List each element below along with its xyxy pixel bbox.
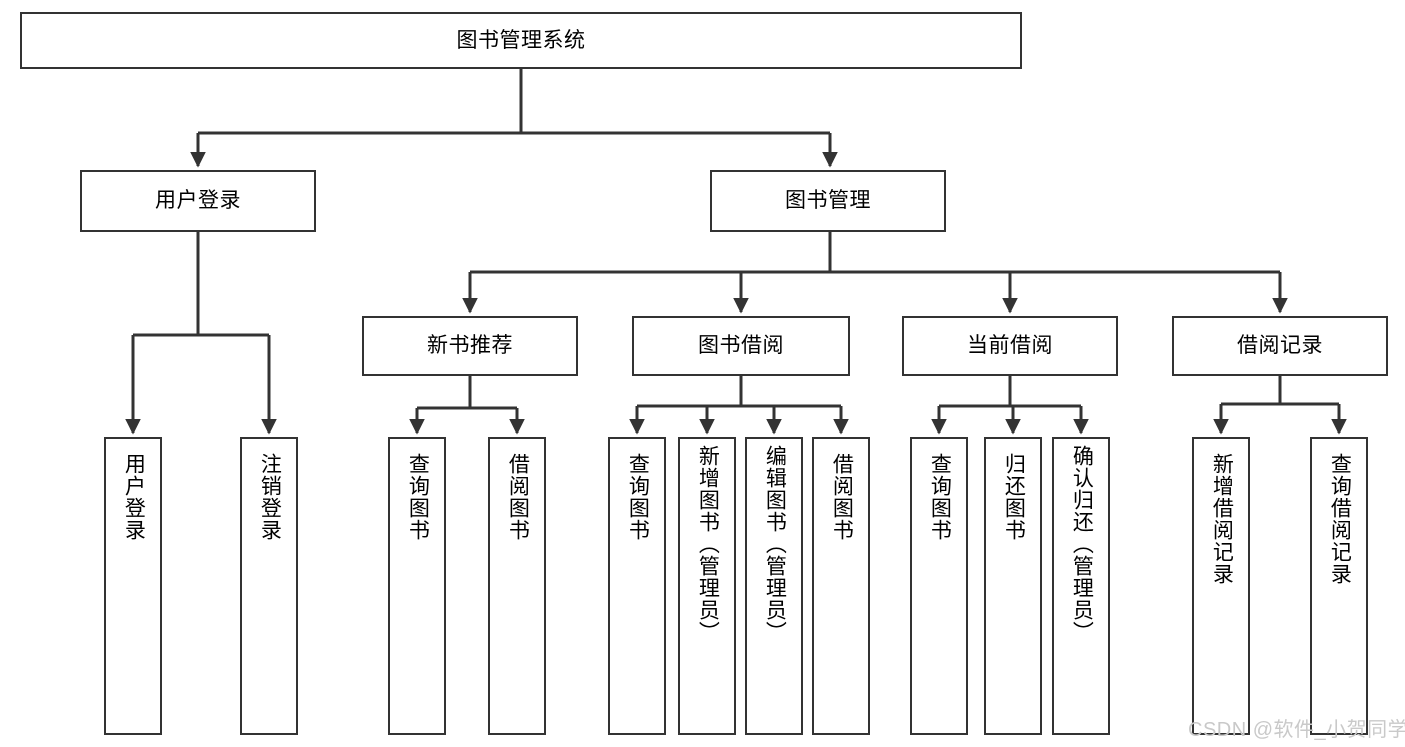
node-borrow-records-label: 借阅记录 xyxy=(1237,334,1323,358)
leaf-bo-borrow-books-label: 借阅图书 xyxy=(830,453,854,541)
leaf-nb-query-books[interactable]: 查询图书 xyxy=(388,437,446,735)
node-new-book-recommend-label: 新书推荐 xyxy=(427,334,513,358)
node-user-login-label: 用户登录 xyxy=(155,189,241,213)
leaf-nb-borrow-books[interactable]: 借阅图书 xyxy=(488,437,546,735)
leaf-cu-confirm-return-admin[interactable]: 确认归还（管理员） xyxy=(1052,437,1110,735)
leaf-bo-query-books-label: 查询图书 xyxy=(626,453,650,541)
leaf-nb-query-books-label: 查询图书 xyxy=(406,453,430,541)
leaf-bo-add-book-admin[interactable]: 新增图书（管理员） xyxy=(678,437,736,735)
leaf-re-add-record-label: 新增借阅记录 xyxy=(1210,453,1234,585)
leaf-user-logout[interactable]: 注销登录 xyxy=(240,437,298,735)
node-root-label: 图书管理系统 xyxy=(456,28,586,52)
leaf-re-add-record[interactable]: 新增借阅记录 xyxy=(1192,437,1250,735)
leaf-user-login-label: 用户登录 xyxy=(122,453,146,541)
leaf-user-login[interactable]: 用户登录 xyxy=(104,437,162,735)
leaf-nb-borrow-books-label: 借阅图书 xyxy=(506,453,530,541)
leaf-cu-return-books-label: 归还图书 xyxy=(1002,453,1026,541)
node-user-login[interactable]: 用户登录 xyxy=(80,170,316,232)
leaf-bo-borrow-books[interactable]: 借阅图书 xyxy=(812,437,870,735)
leaf-cu-return-books[interactable]: 归还图书 xyxy=(984,437,1042,735)
node-current-borrow[interactable]: 当前借阅 xyxy=(902,316,1118,376)
leaf-bo-add-book-admin-label: 新增图书（管理员） xyxy=(696,445,720,643)
node-book-management-label: 图书管理 xyxy=(785,189,871,213)
leaf-bo-edit-book-admin[interactable]: 编辑图书（管理员） xyxy=(745,437,803,735)
node-book-management[interactable]: 图书管理 xyxy=(710,170,946,232)
node-borrow-records[interactable]: 借阅记录 xyxy=(1172,316,1388,376)
node-book-borrow-label: 图书借阅 xyxy=(698,334,784,358)
node-root[interactable]: 图书管理系统 xyxy=(20,12,1022,69)
node-new-book-recommend[interactable]: 新书推荐 xyxy=(362,316,578,376)
leaf-cu-confirm-return-admin-label: 确认归还（管理员） xyxy=(1070,445,1094,643)
leaf-cu-query-books-label: 查询图书 xyxy=(928,453,952,541)
leaf-bo-query-books[interactable]: 查询图书 xyxy=(608,437,666,735)
leaf-cu-query-books[interactable]: 查询图书 xyxy=(910,437,968,735)
leaf-re-query-record[interactable]: 查询借阅记录 xyxy=(1310,437,1368,735)
leaf-user-logout-label: 注销登录 xyxy=(258,453,282,541)
node-book-borrow[interactable]: 图书借阅 xyxy=(632,316,850,376)
leaf-re-query-record-label: 查询借阅记录 xyxy=(1328,453,1352,585)
node-current-borrow-label: 当前借阅 xyxy=(967,334,1053,358)
leaf-bo-edit-book-admin-label: 编辑图书（管理员） xyxy=(763,445,787,643)
